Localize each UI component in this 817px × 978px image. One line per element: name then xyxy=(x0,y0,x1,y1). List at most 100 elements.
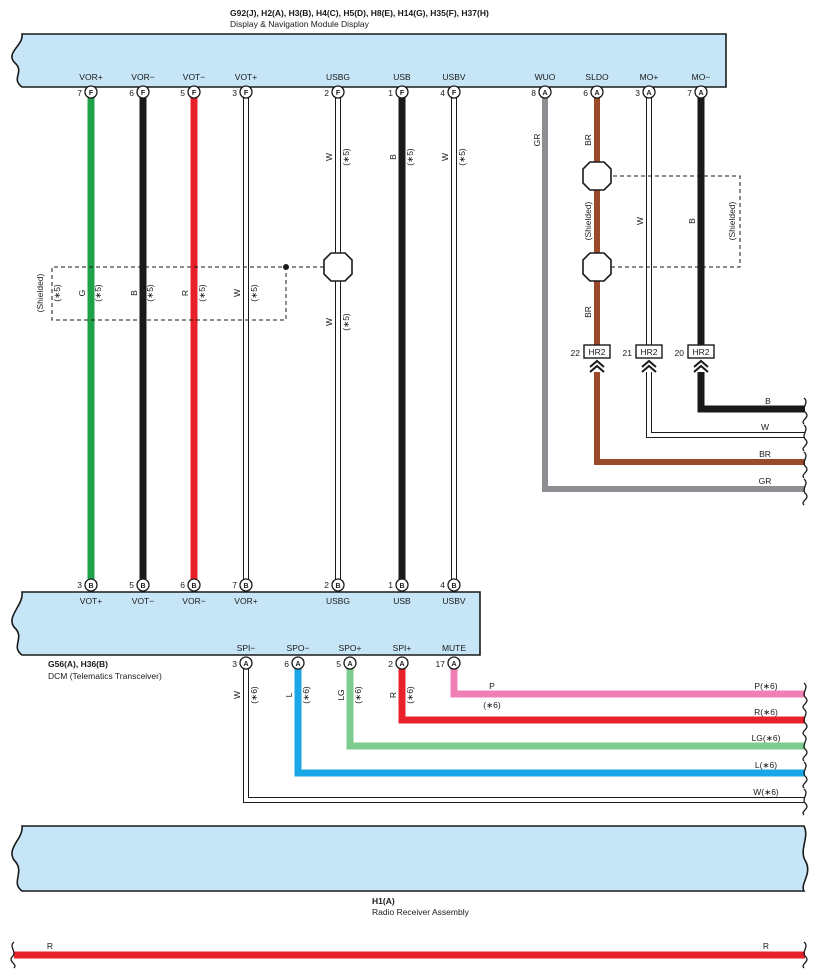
wire-mo-plus-white xyxy=(646,97,805,438)
wire-spi-plus-red xyxy=(398,668,805,724)
svg-text:F: F xyxy=(192,90,197,97)
pin-label-vot-minus: VOT− xyxy=(183,72,205,82)
wire-break-marks-audio xyxy=(802,682,808,816)
note5-vot-plus: (∗5) xyxy=(249,284,259,302)
wire-label-spo-minus: L xyxy=(284,692,294,697)
dcm-name: DCM (Telematics Transceiver) xyxy=(48,671,162,681)
exit-label-lg: LG(∗6) xyxy=(752,733,781,743)
dcm-label-spi-plus: SPI+ xyxy=(393,643,412,653)
wire-label-mo-plus: W xyxy=(635,217,645,225)
note6-spo-minus: (∗6) xyxy=(301,686,311,704)
svg-text:21: 21 xyxy=(623,348,633,358)
svg-text:2: 2 xyxy=(388,659,393,669)
pin-label-vor-minus: VOR− xyxy=(131,72,154,82)
pin-label-sldo: SLDO xyxy=(585,72,609,82)
dcm-pin-spo-plus: 5 A xyxy=(336,656,357,670)
chevron-up-icon xyxy=(641,359,657,373)
wire-label-usbg: W xyxy=(324,153,334,161)
dcm-pin-usbv: 4 B USBV xyxy=(440,578,466,606)
exit-label-br: BR xyxy=(759,449,771,459)
wire-label-spi-minus: W xyxy=(232,691,242,699)
svg-text:F: F xyxy=(89,90,94,97)
pin-sldo: 6 A xyxy=(583,85,604,99)
dcm-label-spo-minus: SPO− xyxy=(287,643,310,653)
svg-text:2: 2 xyxy=(324,88,329,98)
note5-usbg: (∗5) xyxy=(341,148,351,166)
pin-vot-minus: 5 F xyxy=(180,85,201,99)
pin-label-mo-plus: MO+ xyxy=(640,72,659,82)
dcm-pin-vot-minus: 5 B VOT− xyxy=(129,578,154,606)
wire-break-marks-bottom xyxy=(10,941,808,969)
pin-usb: 1 F xyxy=(388,85,409,99)
dcm-label-spi-minus: SPI− xyxy=(237,643,256,653)
exit-label-p: P(∗6) xyxy=(754,681,777,691)
exit-label-l: L(∗6) xyxy=(755,760,777,770)
exit-label-b: B xyxy=(765,396,771,406)
junction-hr2-22: 22 HR2 xyxy=(571,344,611,373)
display-module-pin-labels: VOR+ VOR− VOT− VOT+ USBG USB USBV WUO SL… xyxy=(79,72,710,82)
exit-label-r: R(∗6) xyxy=(754,707,778,717)
svg-text:A: A xyxy=(347,661,352,668)
svg-text:A: A xyxy=(451,661,456,668)
dcm-top-connector-pins: 3 B VOT+ 5 B VOT− 6 B VOR− 7 B VOR+ 2 B … xyxy=(77,578,466,606)
mo-shield-label-left: (Shielded) xyxy=(583,201,593,240)
wire-label-spo-plus: LG xyxy=(336,689,346,700)
junction-hr2-21: 21 HR2 xyxy=(623,344,663,373)
svg-text:VOR−: VOR− xyxy=(182,596,205,606)
wire-label-usb: B xyxy=(388,154,398,160)
svg-text:A: A xyxy=(243,661,248,668)
dcm-pin-spi-plus: 2 A xyxy=(388,656,409,670)
svg-text:3: 3 xyxy=(77,580,82,590)
wire-label-spi-plus: R xyxy=(388,692,398,698)
pin-label-usb: USB xyxy=(393,72,411,82)
svg-text:B: B xyxy=(88,583,93,590)
note5-usbv: (∗5) xyxy=(457,148,467,166)
wire-label-mo-minus: B xyxy=(687,218,697,224)
exit-label-gr: GR xyxy=(759,476,772,486)
note5-usb: (∗5) xyxy=(405,148,415,166)
dcm-label-mute: MUTE xyxy=(442,643,466,653)
display-module-name: Display & Navigation Module Display xyxy=(230,19,370,29)
pin-label-vot-plus: VOT+ xyxy=(235,72,257,82)
svg-text:B: B xyxy=(451,583,456,590)
svg-text:B: B xyxy=(335,583,340,590)
display-module-connectors: G92(J), H2(A), H3(B), H4(C), H5(D), H8(E… xyxy=(230,8,489,18)
wire-label-vot-minus: R xyxy=(180,290,190,296)
dcm-label-spo-plus: SPO+ xyxy=(339,643,362,653)
svg-text:7: 7 xyxy=(77,88,82,98)
svg-text:5: 5 xyxy=(129,580,134,590)
wire-label-usbv: W xyxy=(440,153,450,161)
pin-vor-minus: 6 F xyxy=(129,85,150,99)
svg-text:A: A xyxy=(594,90,599,97)
note5-vor-minus: (∗5) xyxy=(145,284,155,302)
svg-text:8: 8 xyxy=(531,88,536,98)
wire-wuo-gray xyxy=(542,97,805,492)
svg-text:HR2: HR2 xyxy=(692,347,709,357)
note5-vor-plus: (∗5) xyxy=(93,284,103,302)
chevron-up-icon xyxy=(693,359,709,373)
svg-text:VOT+: VOT+ xyxy=(80,596,102,606)
dcm-pin-spo-minus: 6 A xyxy=(284,656,305,670)
note6-spi-minus: (∗6) xyxy=(249,686,259,704)
note5-shield: (∗5) xyxy=(52,284,62,302)
svg-text:22: 22 xyxy=(571,348,581,358)
pin-mo-minus: 7 A xyxy=(687,85,708,99)
pin-vot-plus: 3 F xyxy=(232,85,253,99)
svg-text:4: 4 xyxy=(440,580,445,590)
wire-label-usbg-lower: W xyxy=(324,318,334,326)
pin-mo-plus: 3 A xyxy=(635,85,656,99)
svg-text:17: 17 xyxy=(436,659,446,669)
note5-vot-minus: (∗5) xyxy=(197,284,207,302)
pin-vor-plus: 7 F xyxy=(77,85,98,99)
wire-spo-plus-lightgreen xyxy=(346,668,805,750)
svg-text:4: 4 xyxy=(440,88,445,98)
wire-label-wuo: GR xyxy=(532,134,542,147)
note6-mute: (∗6) xyxy=(483,700,501,710)
pin-usbg: 2 F xyxy=(324,85,345,99)
svg-text:USB: USB xyxy=(393,596,411,606)
wire-mute-pink xyxy=(450,668,805,698)
pin-label-mo-minus: MO− xyxy=(692,72,711,82)
shield-splice-upper xyxy=(582,161,612,191)
svg-text:B: B xyxy=(243,583,248,590)
